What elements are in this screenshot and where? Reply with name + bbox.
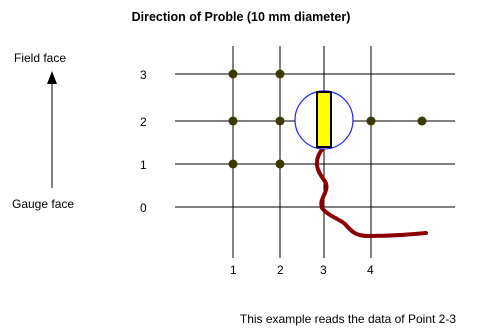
row-label-2: 2: [140, 115, 147, 129]
grid: [175, 46, 455, 258]
diagram-title: Direction of Proble (10 mm diameter): [132, 10, 351, 24]
measurement-point-1-2: [275, 159, 285, 169]
caption: This example reads the data of Point 2-3: [240, 312, 456, 326]
direction-arrow-icon: [47, 71, 57, 84]
row-label-1: 1: [140, 158, 147, 172]
column-label-4: 4: [367, 263, 374, 277]
probe-body: [316, 91, 332, 148]
probe: [294, 90, 354, 150]
column-label-2: 2: [277, 263, 284, 277]
measurement-point-3-2: [275, 69, 285, 79]
measurement-point-2-4: [366, 116, 376, 126]
gauge-face-label: Gauge face: [12, 197, 74, 211]
measurement-points: [228, 69, 427, 169]
row-label-3: 3: [140, 68, 147, 82]
row-label-0: 0: [140, 201, 147, 215]
field-face-label: Field face: [14, 51, 66, 65]
column-label-3: 3: [320, 263, 327, 277]
probe-cable: [314, 146, 428, 239]
measurement-point-3-1: [228, 69, 238, 79]
measurement-point-2-1: [228, 116, 238, 126]
measurement-point-2-2: [275, 116, 285, 126]
column-label-1: 1: [230, 263, 237, 277]
measurement-point-2-5: [417, 116, 427, 126]
measurement-point-1-1: [228, 159, 238, 169]
